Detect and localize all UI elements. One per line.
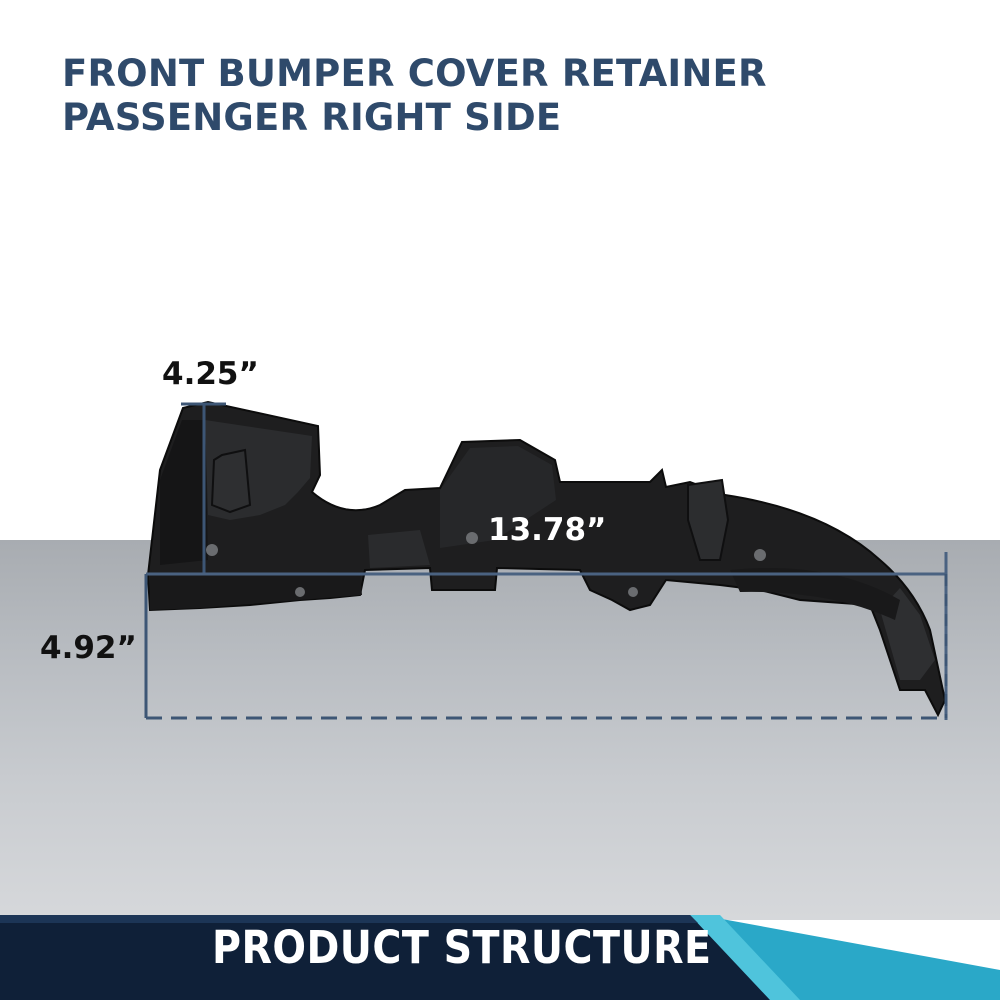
retainer-mid-rib	[440, 446, 556, 548]
retainer-mid-block	[368, 530, 430, 568]
mounting-hole	[466, 532, 478, 544]
product-structure-banner	[0, 915, 1000, 1000]
banner-highlight	[0, 915, 698, 923]
depth-dimension-label: 4.92”	[40, 630, 137, 666]
mounting-hole	[754, 549, 766, 561]
product-title-line-1: FRONT BUMPER COVER RETAINER	[62, 52, 767, 95]
product-title: FRONT BUMPER COVER RETAINER PASSENGER RI…	[62, 52, 767, 140]
dimension-lines	[144, 402, 948, 720]
product-title-line-2: PASSENGER RIGHT SIDE	[62, 96, 562, 139]
retainer-body	[146, 400, 947, 718]
retainer-lower-flange	[150, 572, 362, 610]
length-dimension-label: 13.78”	[488, 512, 607, 548]
retainer-clip-block	[210, 448, 252, 514]
mounting-hole	[295, 587, 305, 597]
height-dimension-label: 4.25”	[162, 356, 259, 392]
product-structure-label: PRODUCT STRUCTURE	[212, 921, 712, 974]
mounting-hole	[206, 544, 218, 556]
retainer-right-fin	[687, 478, 730, 561]
mounting-hole	[628, 587, 638, 597]
retainer-right-flange	[730, 568, 900, 620]
banner-dark-panel	[0, 915, 770, 1000]
retainer-inner-panel	[160, 420, 208, 565]
